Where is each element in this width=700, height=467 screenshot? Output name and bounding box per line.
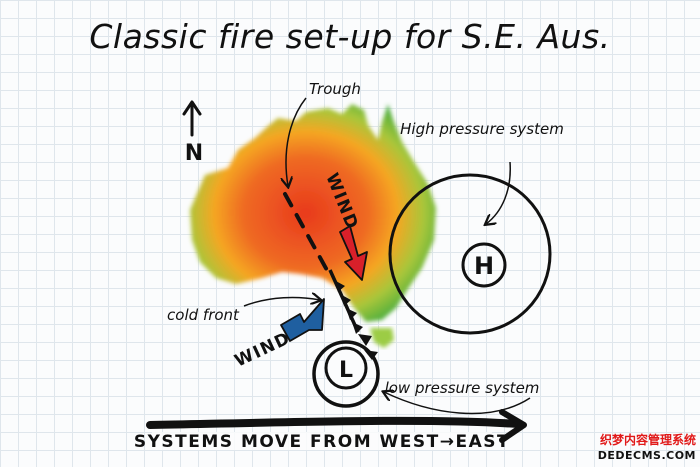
trough-pointer-arrow <box>286 97 307 186</box>
watermark: 织梦内容管理系统 DEDECMS.COM <box>598 433 696 463</box>
high-pressure-pointer-arrow <box>486 161 511 224</box>
systems-move-arrow: SYSTEMS MOVE FROM WEST→EAST <box>134 409 527 452</box>
cold-wind-arrow <box>280 298 325 342</box>
diagram-title: Classic fire set-up for S.E. Aus. <box>89 17 610 56</box>
australia-heat-map <box>190 104 436 322</box>
north-arrow: N <box>182 100 203 166</box>
tasmania-heat-map <box>370 328 394 348</box>
hot-wind-arrow <box>339 225 368 281</box>
north-label: N <box>185 141 203 166</box>
low-symbol: L <box>339 358 353 383</box>
trough-label: Trough <box>309 80 361 98</box>
cold-front-label: cold front <box>167 306 240 324</box>
low-pressure-pointer-arrow <box>384 392 531 415</box>
cold-wind-label: WIND <box>232 328 294 371</box>
trough-line <box>283 192 330 274</box>
cold-front-pointer-arrow <box>243 298 320 307</box>
high-symbol: H <box>474 252 494 280</box>
systems-move-label: SYSTEMS MOVE FROM WEST→EAST <box>134 432 510 452</box>
high-pressure-system: H <box>388 173 552 335</box>
high-pressure-label: High pressure system <box>400 120 564 138</box>
low-pressure-system: L <box>312 340 380 408</box>
watermark-line-1: 织梦内容管理系统 <box>599 433 696 447</box>
high-pressure-label-text: High pressure system <box>400 120 564 138</box>
low-pressure-label: low pressure system <box>385 379 540 397</box>
watermark-line-2: DEDECMS.COM <box>597 449 696 462</box>
